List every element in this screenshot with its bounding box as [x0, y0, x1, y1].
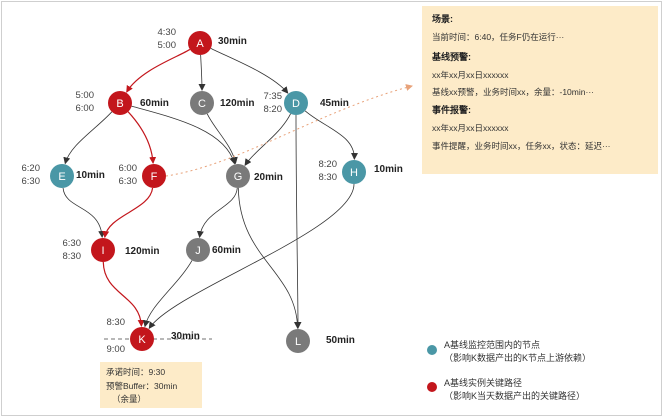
legend-monitored-line1: A基线监控范围内的节点: [444, 340, 541, 350]
node-i-label: I: [101, 245, 104, 257]
node-f[interactable]: [142, 164, 166, 188]
warning-buffer: 预警Buffer：30min: [106, 381, 178, 391]
node-b[interactable]: [108, 91, 132, 115]
edge-A-B: [126, 48, 191, 93]
buffer-margin: （余量）: [112, 394, 147, 404]
node-g[interactable]: [226, 164, 250, 188]
node-f-label: F: [151, 171, 158, 183]
edge-D-L: [294, 114, 302, 329]
node-e-time-end: 6:30: [22, 176, 41, 187]
node-g-label: G: [234, 171, 243, 183]
node-c[interactable]: [190, 91, 214, 115]
node-a-time-end: 5:00: [158, 40, 177, 51]
node-d-duration: 45min: [320, 98, 349, 109]
edge-A-D: [210, 48, 289, 94]
legend-critical-line1: A基线实例关键路径: [444, 378, 523, 388]
legend-critical-line2: （影响K当天数据产出的关键路径）: [444, 391, 586, 401]
event-date: xx年xx月xx日xxxxxx: [432, 123, 509, 133]
node-j-duration: 60min: [212, 245, 241, 256]
node-k-time-end: 9:00: [107, 344, 126, 355]
scene-title: 场景:: [432, 14, 453, 24]
node-h[interactable]: [342, 160, 366, 184]
node-h-label: H: [350, 167, 358, 179]
k-commitment-box: 承诺时间：9:30 预警Buffer：30min （余量）: [100, 362, 202, 408]
node-i-time-start: 6:30: [63, 238, 82, 249]
legend-monitored-dot: [427, 345, 437, 355]
node-f-time-start: 6:00: [119, 163, 138, 174]
node-b-time-end: 6:00: [76, 103, 95, 114]
node-e-time-start: 6:20: [22, 163, 41, 174]
edge-D-H: [304, 110, 359, 161]
edge-F-I: [102, 187, 154, 239]
node-k-label: K: [138, 334, 146, 346]
legend-critical-dot: [427, 382, 437, 392]
edge-C-G: [206, 113, 238, 165]
edge-E-I: [62, 187, 106, 239]
alert-info-box: 场景: 当前时间：6:40，任务F仍在运行··· 基线预警: xx年xx月xx日…: [422, 6, 658, 174]
edge-B-G: [131, 105, 237, 165]
node-b-duration: 60min: [140, 98, 169, 109]
node-h-duration: 10min: [374, 164, 403, 175]
edge-H-K: [148, 183, 355, 330]
node-j-label: J: [195, 245, 201, 257]
node-c-label: C: [198, 98, 206, 110]
event-title: 事件报警:: [432, 105, 471, 115]
node-h-time-start: 8:20: [319, 159, 338, 170]
node-l-label: L: [295, 336, 301, 348]
node-l-duration: 50min: [326, 335, 355, 346]
legend-critical: A基线实例关键路径 （影响K当天数据产出的关键路径）: [444, 377, 585, 403]
node-e-label: E: [58, 171, 65, 183]
edge-D-G: [244, 113, 291, 166]
node-e-duration: 10min: [76, 170, 105, 181]
node-d-time-end: 8:20: [264, 104, 283, 115]
node-a[interactable]: [188, 31, 212, 55]
edge-B-F: [127, 111, 157, 165]
node-i-time-end: 8:30: [63, 251, 82, 262]
node-c-duration: 120min: [220, 98, 254, 109]
alert-pointer-line: [165, 84, 413, 177]
edge-G-L: [237, 187, 301, 330]
node-j[interactable]: [186, 238, 210, 262]
edge-B-E: [63, 111, 113, 165]
node-g-duration: 20min: [254, 172, 283, 183]
node-i[interactable]: [91, 238, 115, 262]
node-d-label: D: [292, 98, 300, 110]
node-l[interactable]: [286, 329, 310, 353]
node-k[interactable]: [130, 327, 154, 351]
node-d-time-start: 7:35: [264, 91, 283, 102]
baseline-title: 基线预警:: [432, 52, 471, 62]
node-a-time-start: 4:30: [158, 27, 177, 38]
node-a-label: A: [196, 38, 204, 50]
scene-text: 当前时间：6:40，任务F仍在运行···: [432, 32, 565, 42]
event-text: 事件提醒，业务时间xx，任务xx，状态：延迟···: [432, 141, 611, 151]
node-f-time-end: 6:30: [119, 176, 138, 187]
baseline-text: 基线xx预警，业务时间xx，余量：-10min···: [432, 87, 594, 97]
promise-time: 承诺时间：9:30: [106, 367, 166, 377]
node-k-duration: 30min: [171, 331, 200, 342]
node-d[interactable]: [284, 91, 308, 115]
node-a-duration: 30min: [218, 36, 247, 47]
edge-J-K: [142, 260, 193, 328]
node-e[interactable]: [50, 164, 74, 188]
node-b-label: B: [116, 98, 123, 110]
edge-G-J: [196, 187, 238, 239]
node-b-time-start: 5:00: [76, 90, 95, 101]
baseline-date: xx年xx月xx日xxxxxx: [432, 70, 509, 80]
node-k-time-start: 8:30: [107, 317, 126, 328]
edge-I-K: [102, 261, 145, 328]
legend-monitored: A基线监控范围内的节点 （影响K数据产出的K节点上游依赖）: [444, 339, 591, 365]
node-h-time-end: 8:30: [319, 172, 338, 183]
node-i-duration: 120min: [125, 246, 159, 257]
edge-A-C: [198, 54, 206, 91]
legend-monitored-line2: （影响K数据产出的K节点上游依赖）: [444, 353, 592, 363]
